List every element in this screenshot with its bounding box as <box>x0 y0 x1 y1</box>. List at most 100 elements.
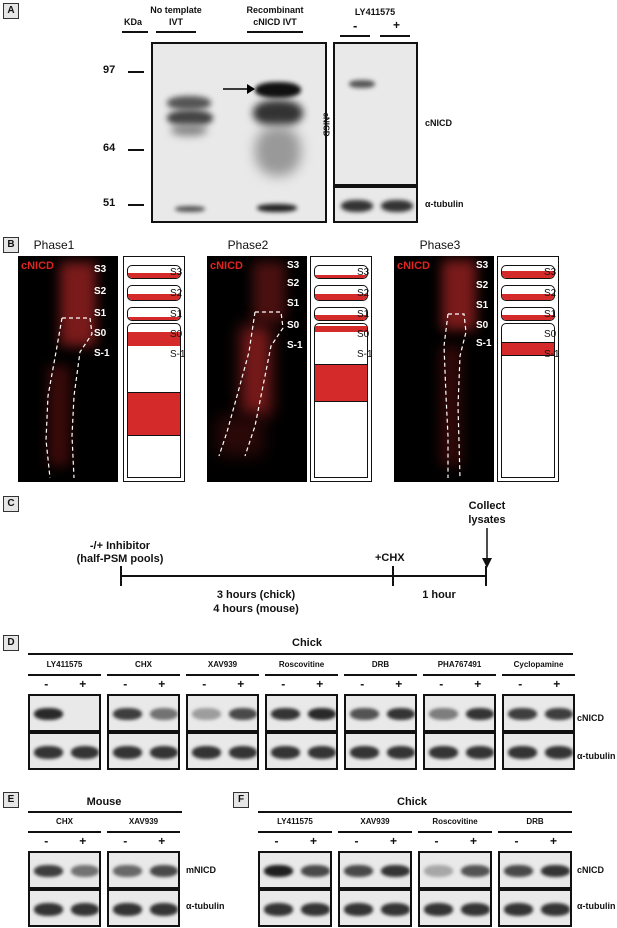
phase1-psm-red-top <box>128 332 180 346</box>
d-drug-line-6 <box>502 674 575 676</box>
phase3-seg-s2 <box>501 285 555 301</box>
f-target-blot-0 <box>258 851 332 889</box>
e-tubulin-band-1-1 <box>149 903 178 916</box>
marker-51-tick <box>128 204 144 206</box>
f-plus-3: + <box>549 834 558 848</box>
phase3-micrograph: cNICD S3 S2 S1 S0 S-1 <box>394 256 494 482</box>
phase1-schem-s-1: S-1 <box>170 349 186 360</box>
d-minus-1: - <box>123 677 128 691</box>
recombinant-underline <box>247 31 303 33</box>
d-minus-3: - <box>281 677 286 691</box>
d-drug-5: PHA767491 <box>437 660 482 669</box>
ly-plus-underline <box>380 35 410 37</box>
phase2-seg-s2 <box>314 285 368 301</box>
timeline-tick-chx <box>392 566 394 586</box>
f-target-band-1-0 <box>344 865 373 877</box>
phase1-s1: S1 <box>94 308 107 319</box>
recomb-band-bottom <box>257 204 297 212</box>
arrow-icon <box>223 84 255 94</box>
d-tubulin-label: α-tubulin <box>577 751 616 761</box>
marker-97: 97 <box>103 64 116 76</box>
e-target-blot-0 <box>28 851 101 889</box>
phase2-schem-s1: S1 <box>357 309 370 320</box>
e-drug-line-1 <box>107 831 180 833</box>
panel-label-d: D <box>3 635 19 651</box>
phase1-micrograph: cNICD S3 S2 S1 S0 S-1 <box>18 256 118 482</box>
recomb-smear <box>255 126 301 176</box>
phase1-seg-s2 <box>127 285 181 301</box>
f-target-band-3-0 <box>504 865 533 877</box>
phase3-s1: S1 <box>476 300 489 311</box>
phase3-schem-s1: S1 <box>544 309 557 320</box>
inhibitor-label: -/+ Inhibitor <box>89 540 151 552</box>
e-drug-1: XAV939 <box>128 817 159 826</box>
marker-51: 51 <box>103 197 116 209</box>
chx-label: +CHX <box>375 552 405 564</box>
f-plus-2: + <box>469 834 478 848</box>
d-target-band-1-1 <box>149 708 178 720</box>
phase3-schem-s3: S3 <box>544 267 557 278</box>
f-target-band-1-1 <box>381 865 410 877</box>
phase2-title: Phase2 <box>227 238 269 252</box>
d-drug-line-2 <box>186 674 259 676</box>
phase3-s-1: S-1 <box>476 338 492 349</box>
d-drug-2: XAV939 <box>207 660 238 669</box>
f-drug-line-3 <box>498 831 572 833</box>
d-species-line <box>28 653 573 655</box>
f-drug-0: LY411575 <box>277 817 313 826</box>
phase1-schem-s1: S1 <box>170 309 183 320</box>
f-drug-2: Roscovitine <box>432 817 478 826</box>
phase2-seg-s3 <box>314 265 368 279</box>
phase3-schem-s-1: S-1 <box>544 349 560 360</box>
phase3-psm-red-stripe <box>502 342 554 356</box>
ly-tubulin-blot <box>333 186 418 223</box>
d-drug-line-3 <box>265 674 338 676</box>
kda-label: KDa <box>124 17 143 27</box>
f-drug-line-1 <box>338 831 412 833</box>
d-tubulin-band-1-1 <box>149 746 178 759</box>
f-minus-0: - <box>274 834 279 848</box>
d-cnicd-label: cNICD <box>577 713 605 723</box>
ivt-label: IVT <box>168 17 184 27</box>
d-target-band-4-0 <box>350 708 379 720</box>
phase3-seg-s3 <box>501 265 555 279</box>
d-tubulin-band-5-0 <box>429 746 458 759</box>
f-tubulin-blot-3 <box>498 889 572 927</box>
f-tubulin-blot-1 <box>338 889 412 927</box>
ivt-band-upper <box>167 96 211 110</box>
d-target-band-5-1 <box>465 708 494 720</box>
f-cnicd-label: cNICD <box>577 865 605 875</box>
e-target-band-1-1 <box>149 865 178 877</box>
lysates-label: lysates <box>468 514 506 526</box>
f-tubulin-blot-2 <box>418 889 492 927</box>
d-tubulin-blot-6 <box>502 732 575 770</box>
ivt-band-low <box>171 124 207 136</box>
f-drug-1: XAV939 <box>360 817 390 826</box>
phase2-psm-glow <box>241 326 271 416</box>
phase2-schem-s0: S0 <box>357 329 370 340</box>
d-target-blot-1 <box>107 694 180 732</box>
d-drug-line-5 <box>423 674 496 676</box>
f-target-blot-3 <box>498 851 572 889</box>
e-minus-1: - <box>123 834 128 848</box>
marker-64: 64 <box>103 142 116 154</box>
phase2-schem-s2: S2 <box>357 288 370 299</box>
d-tubulin-blot-5 <box>423 732 496 770</box>
d-drug-line-1 <box>107 674 180 676</box>
ly-cnicd-blot <box>333 42 418 186</box>
phase1-s2: S2 <box>94 286 107 297</box>
recomb-band-mid <box>253 100 303 126</box>
phase1-schem-s3: S3 <box>170 267 183 278</box>
phase2-seg-s1 <box>314 307 368 321</box>
phase3-schem-s0: S0 <box>544 329 557 340</box>
phase2-schem-s-1: S-1 <box>357 349 373 360</box>
f-tubulin-band-1-1 <box>381 903 410 916</box>
f-tubulin-blot-0 <box>258 889 332 927</box>
phase2-s3: S3 <box>287 260 300 271</box>
ivt-band-mid <box>167 110 213 126</box>
phase3-s0: S0 <box>476 320 489 331</box>
recomb-band-top <box>255 82 301 98</box>
d-minus-0: - <box>44 677 49 691</box>
d-target-band-6-1 <box>544 708 573 720</box>
phase2-psm-red-top <box>315 326 367 332</box>
